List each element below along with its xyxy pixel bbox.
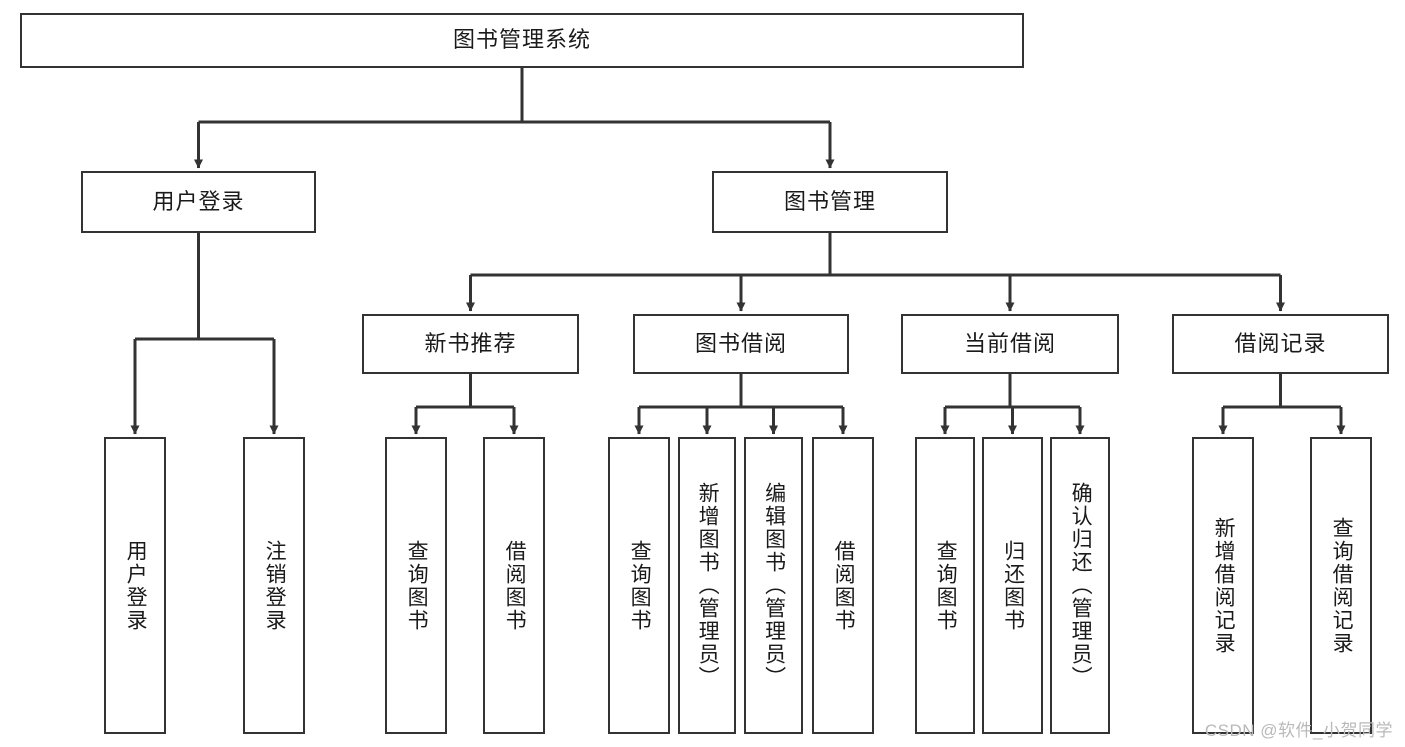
node-label: 查询借阅记录 xyxy=(1330,516,1354,655)
node-label: 新增图书（管理员） xyxy=(696,482,720,689)
node-label: 图书管理 xyxy=(783,188,876,214)
node-borrow-record[interactable]: 借阅记录 xyxy=(1172,314,1389,374)
node-book-borrow[interactable]: 图书借阅 xyxy=(633,314,849,374)
node-leaf-user-login[interactable]: 用户登录 xyxy=(104,437,166,734)
node-leaf-query-record[interactable]: 查询借阅记录 xyxy=(1310,437,1372,734)
node-label: 查询图书 xyxy=(405,539,429,632)
node-leaf-add-record[interactable]: 新增借阅记录 xyxy=(1192,437,1254,734)
node-user-login[interactable]: 用户登录 xyxy=(81,171,316,233)
node-leaf-edit-book[interactable]: 编辑图书（管理员） xyxy=(744,437,803,734)
node-leaf-confirm-return[interactable]: 确认归还（管理员） xyxy=(1050,437,1110,734)
node-leaf-query-book-current[interactable]: 查询图书 xyxy=(915,437,975,734)
node-label: 借阅记录 xyxy=(1234,330,1327,356)
node-book-manage[interactable]: 图书管理 xyxy=(712,171,948,233)
node-leaf-query-book-borrow[interactable]: 查询图书 xyxy=(608,437,670,734)
node-label: 借阅图书 xyxy=(832,539,856,632)
node-label: 图书管理系统 xyxy=(452,27,591,53)
watermark-text: CSDN @软件_小贺同学 xyxy=(1204,721,1393,740)
node-leaf-query-book-rec[interactable]: 查询图书 xyxy=(385,437,447,734)
node-label: 归还图书 xyxy=(1001,539,1025,632)
node-label: 注销登录 xyxy=(263,539,287,632)
node-label: 图书借阅 xyxy=(694,330,787,356)
node-leaf-add-book[interactable]: 新增图书（管理员） xyxy=(678,437,736,734)
node-leaf-return-book[interactable]: 归还图书 xyxy=(982,437,1043,734)
node-root[interactable]: 图书管理系统 xyxy=(20,13,1024,68)
node-label: 新书推荐 xyxy=(424,330,517,356)
node-label: 借阅图书 xyxy=(503,539,527,632)
node-leaf-borrow-book-rec[interactable]: 借阅图书 xyxy=(483,437,545,734)
node-label: 新增借阅记录 xyxy=(1212,516,1236,655)
node-label: 查询图书 xyxy=(628,539,652,632)
node-label: 当前借阅 xyxy=(963,330,1056,356)
node-label: 用户登录 xyxy=(124,539,148,632)
node-leaf-user-logout[interactable]: 注销登录 xyxy=(243,437,305,734)
node-label: 用户登录 xyxy=(152,188,245,214)
node-current-borrow[interactable]: 当前借阅 xyxy=(901,314,1119,374)
node-label: 编辑图书（管理员） xyxy=(762,482,786,689)
node-label: 查询图书 xyxy=(934,539,958,632)
node-label: 确认归还（管理员） xyxy=(1069,482,1093,689)
node-leaf-borrow-book[interactable]: 借阅图书 xyxy=(812,437,874,734)
node-new-book-rec[interactable]: 新书推荐 xyxy=(362,314,579,374)
